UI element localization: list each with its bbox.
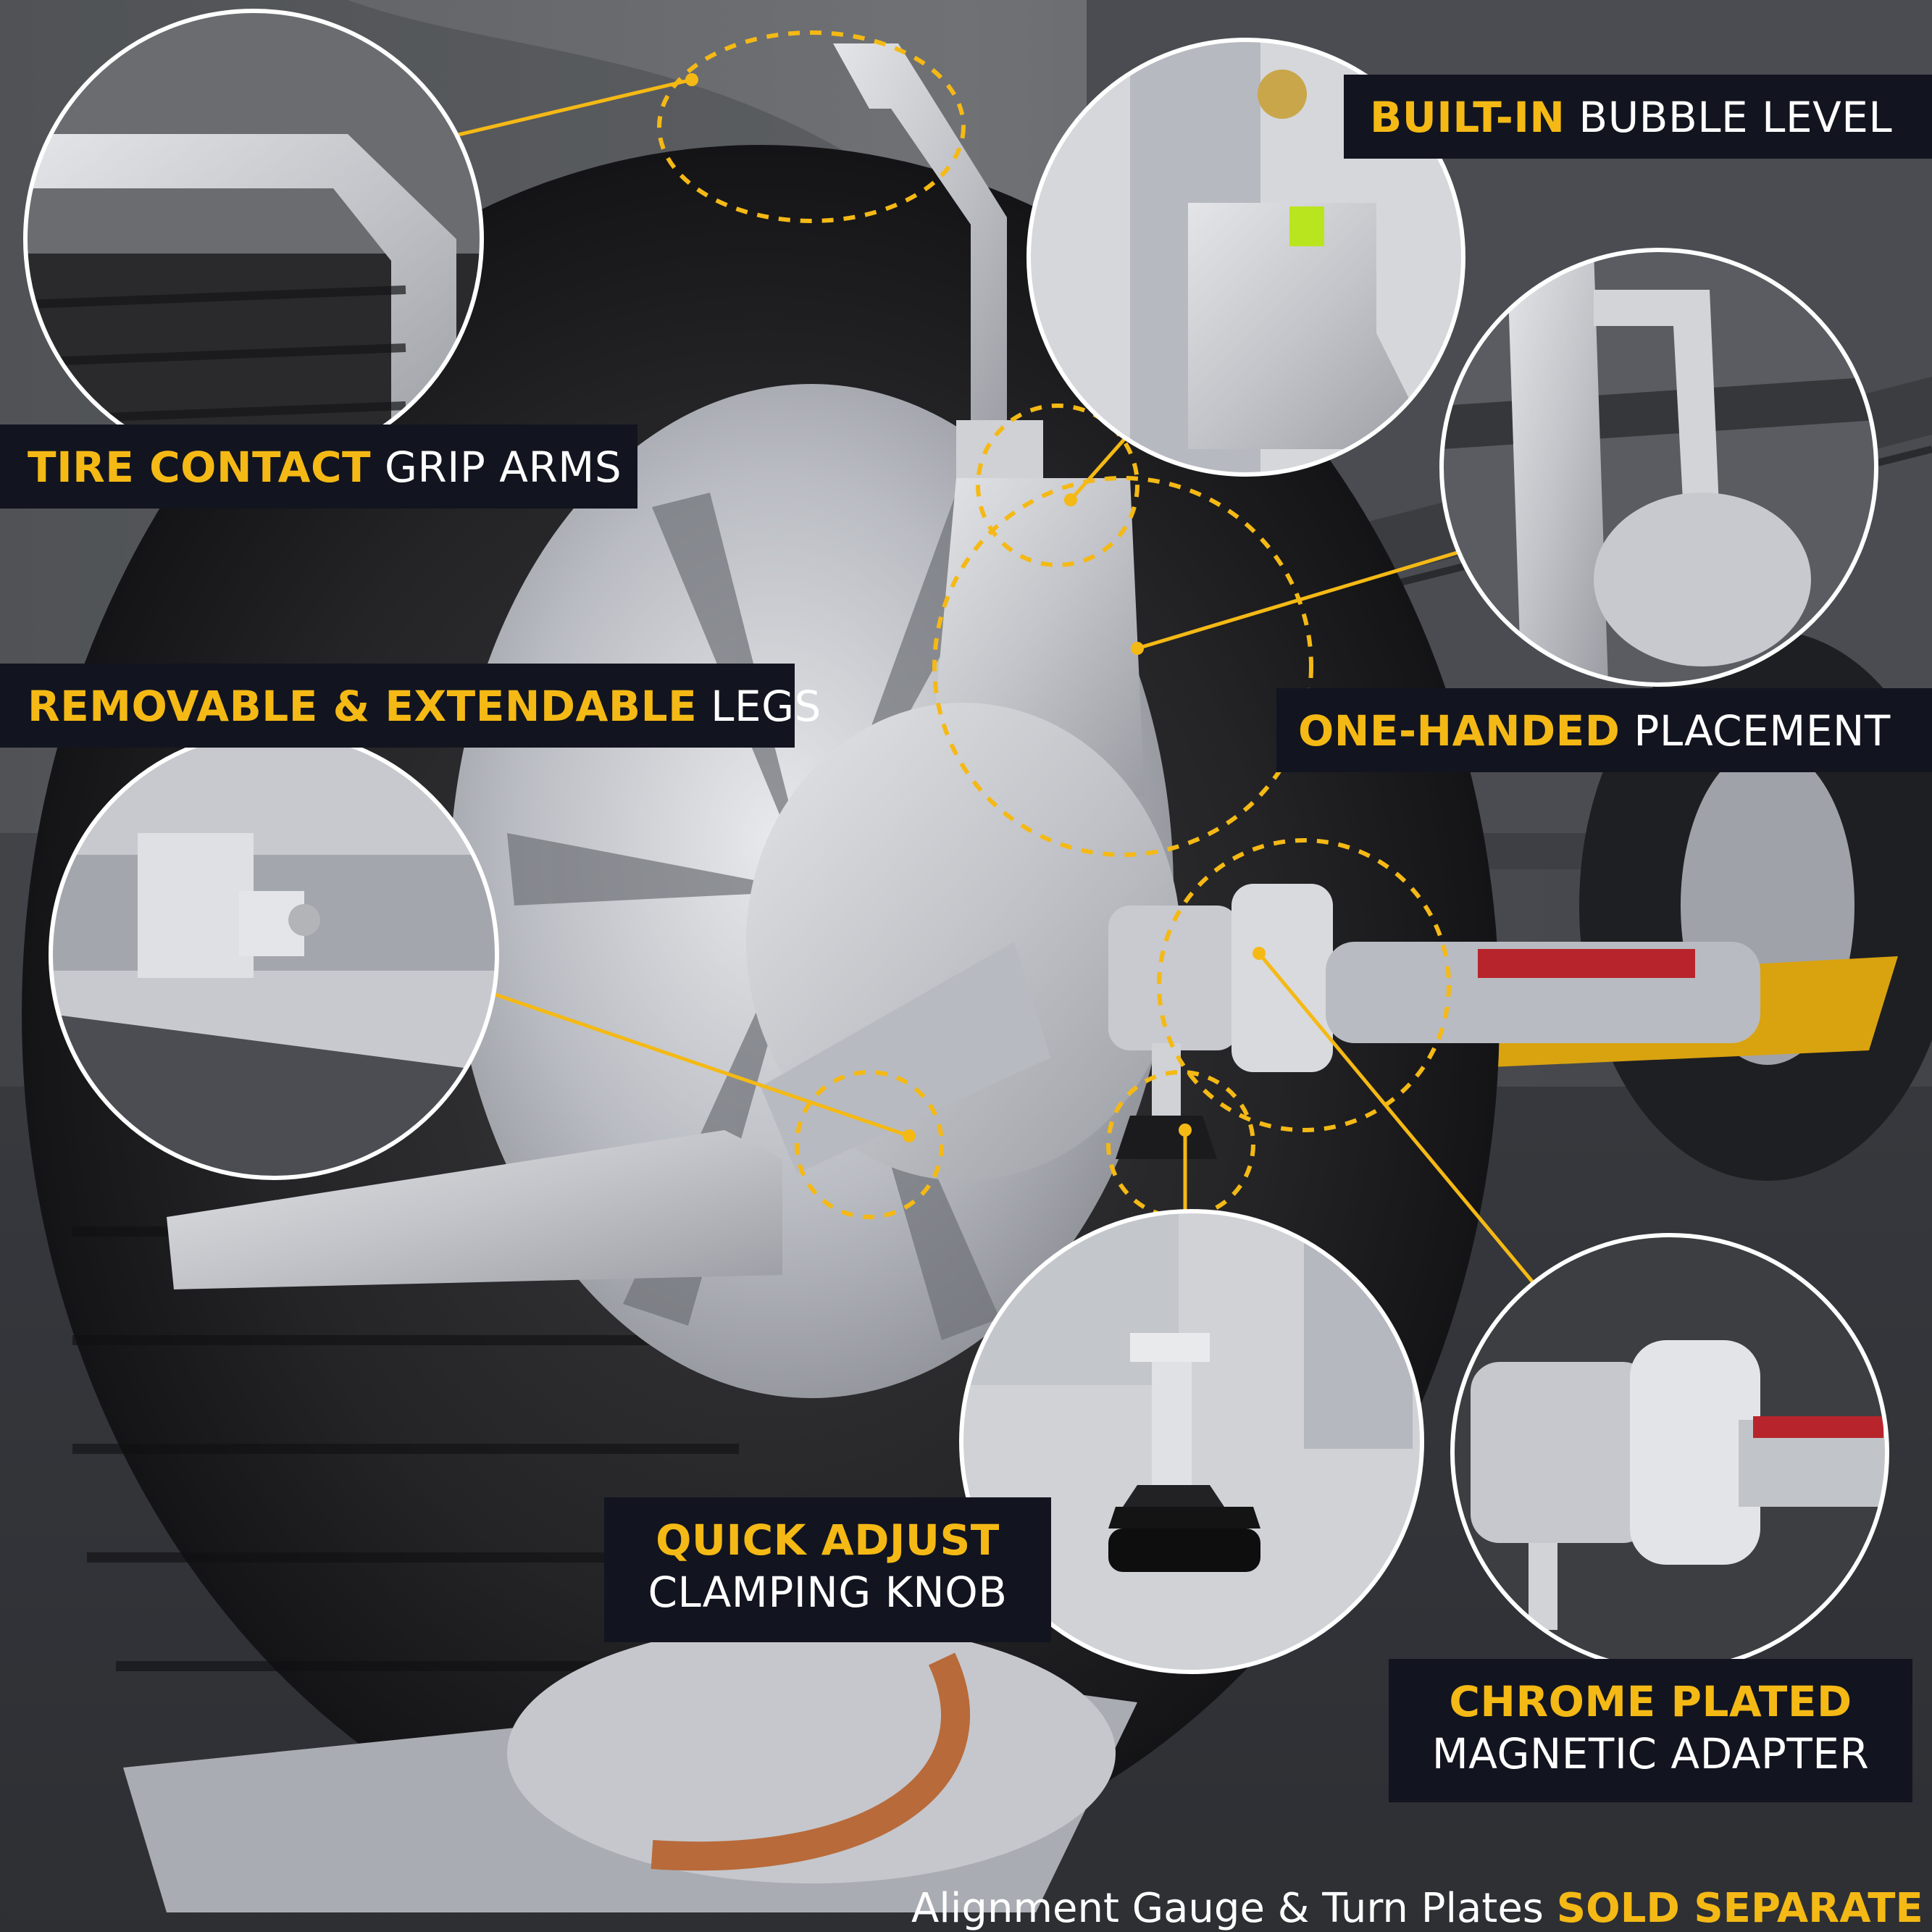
zoom-legs [51,732,497,1178]
footer-disclaimer: Alignment Gauge & Turn Plates SOLD SEPAR… [911,1885,1923,1932]
zoom-one-handed [1442,250,1876,685]
label-highlight: BUILT-IN [1370,93,1565,142]
label-removable-extendable-legs: REMOVABLE & EXTENDABLE LEGS [0,664,821,748]
label-highlight: QUICK ADJUST [656,1515,1000,1565]
label-chrome-plated-magnetic-adapter: CHROME PLATED MAGNETIC ADAPTER [1389,1659,1912,1802]
label-text: LEGS [697,682,821,731]
label-highlight: ONE-HANDED [1298,706,1621,756]
footer-highlight: SOLD SEPARATE [1556,1885,1923,1932]
label-highlight: TIRE CONTACT [28,443,372,492]
label-text: GRIP ARMS [371,443,622,492]
label-built-in-bubble-level: BUILT-IN BUBBLE LEVEL [1344,75,1932,159]
label-text: CLAMPING KNOB [648,1568,1008,1617]
label-quick-adjust-clamping-knob: QUICK ADJUST CLAMPING KNOB [604,1497,1051,1642]
label-text: BUBBLE LEVEL [1565,93,1893,142]
label-text: MAGNETIC ADAPTER [1431,1729,1870,1778]
footer-text: Alignment Gauge & Turn Plates [911,1885,1557,1932]
label-highlight: CHROME PLATED [1449,1677,1852,1726]
label-highlight: REMOVABLE & EXTENDABLE [28,682,698,731]
label-tire-contact-grip-arms: TIRE CONTACT GRIP ARMS [0,425,637,509]
zoom-magnetic-adapter [1452,1235,1887,1670]
label-text: PLACEMENT [1620,706,1891,756]
label-one-handed-placement: ONE-HANDED PLACEMENT [1276,688,1932,772]
